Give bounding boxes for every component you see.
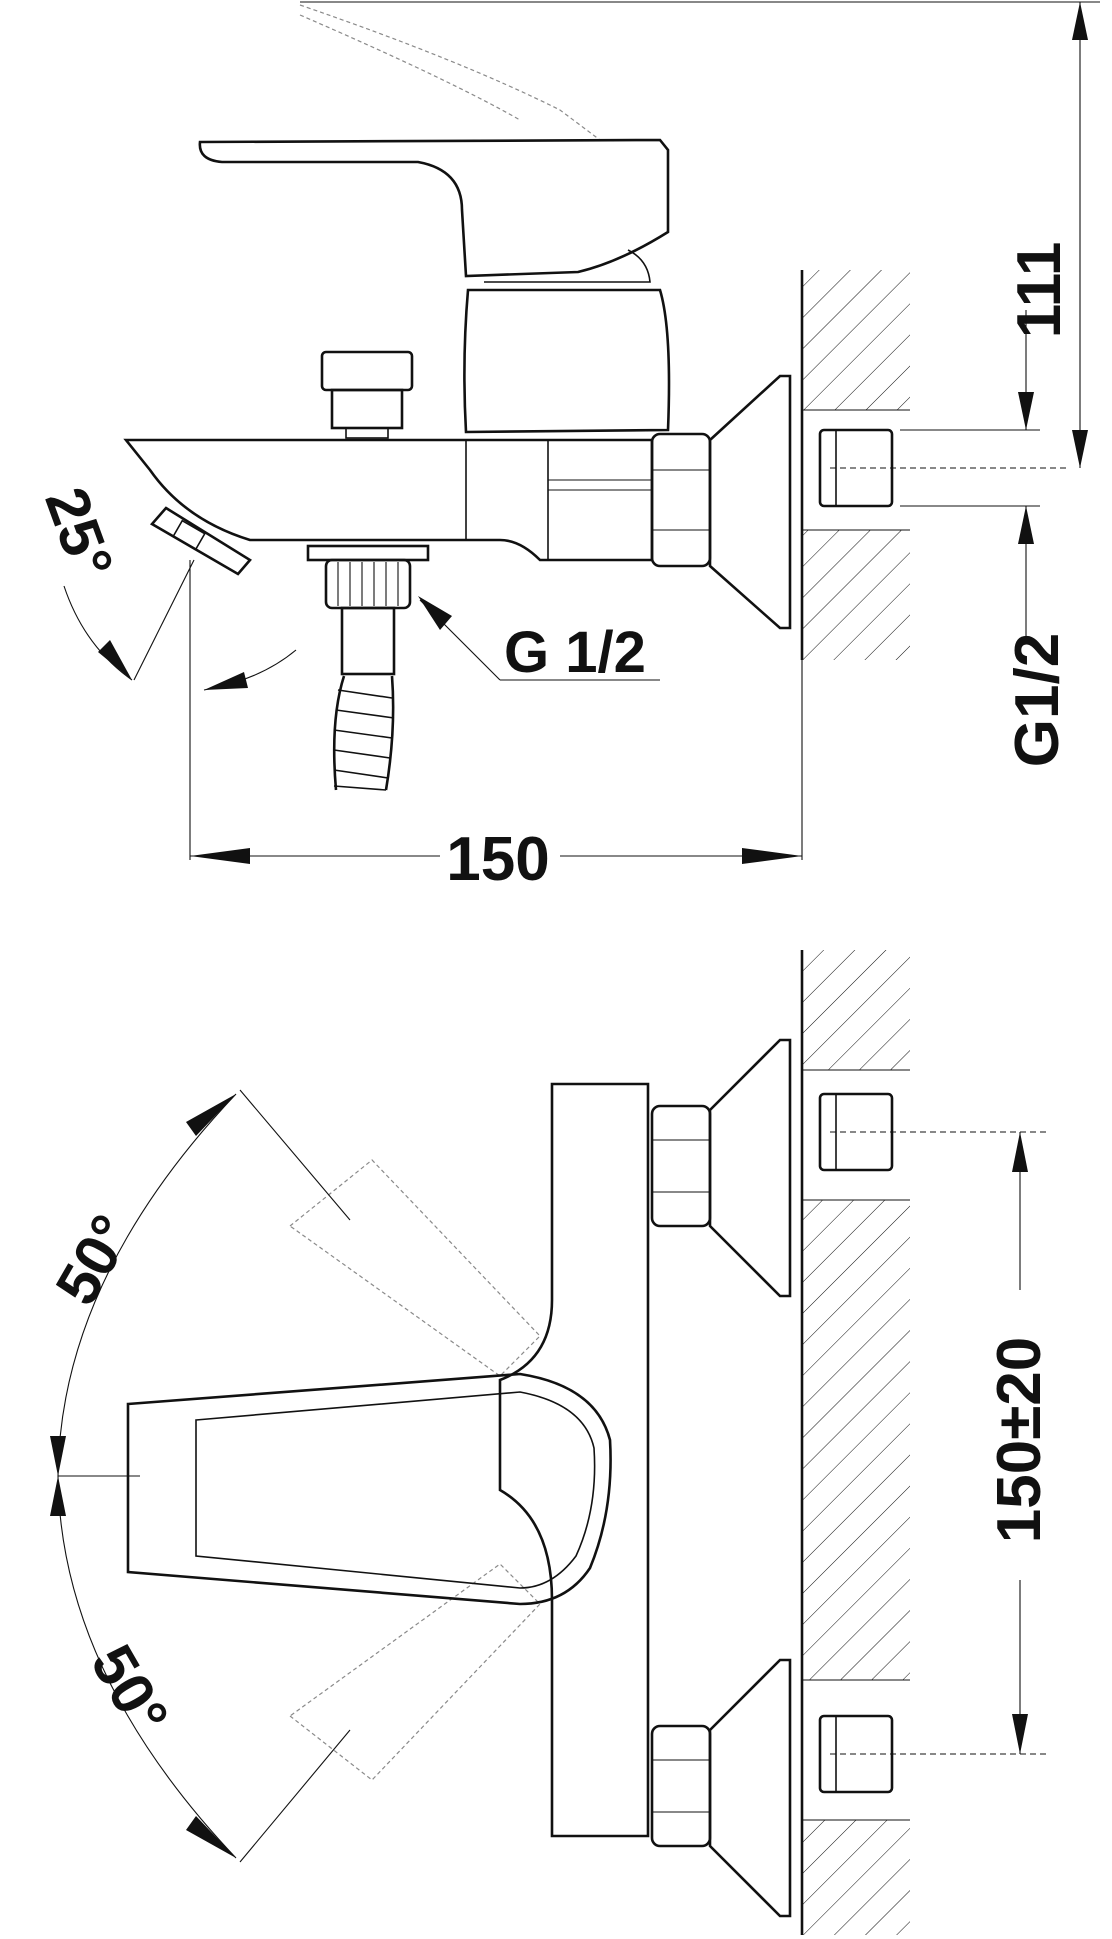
shower-hose <box>332 675 395 791</box>
label-height-111: 111 <box>1005 242 1074 339</box>
lever-ghost-raised <box>299 4 601 141</box>
wall-section-front <box>800 950 910 1935</box>
label-thread-g12-side: G 1/2 <box>504 620 646 685</box>
label-swing-lower: 50° <box>78 1634 181 1746</box>
mixer-body-front <box>498 1082 650 1838</box>
label-swing-upper: 50° <box>43 1204 146 1316</box>
lever-handle-side <box>198 138 670 283</box>
mixer-body-side <box>463 288 671 434</box>
dimension-width <box>189 560 803 864</box>
hose-connector <box>306 544 430 676</box>
label-center-distance: 150±20 <box>985 1337 1054 1543</box>
escutcheon-side <box>708 374 792 630</box>
inlet-pipe-lower <box>818 1714 1050 1794</box>
label-angle-25: 25° <box>32 479 126 587</box>
angle-spout-tilt <box>63 559 297 691</box>
side-view: 111 G1/2 G 1/2 150 <box>32 1 1100 894</box>
union-nut-upper <box>650 1104 712 1228</box>
dimension-center-distance <box>1012 1132 1028 1754</box>
escutcheon-lower <box>708 1658 792 1918</box>
label-width-150: 150 <box>446 825 549 894</box>
wall-section-side <box>800 270 910 660</box>
label-thread-g12-wall: G1/2 <box>1003 633 1072 767</box>
union-nut-lower <box>650 1724 712 1848</box>
diverter-knob <box>320 350 414 439</box>
escutcheon-upper <box>708 1038 792 1298</box>
leader-thread-side <box>418 596 660 681</box>
aerator-side <box>149 506 252 576</box>
dimension-height <box>300 1 1100 468</box>
angle-lever-swing <box>50 1089 351 1863</box>
union-nut-side <box>650 432 712 568</box>
inlet-pipe-side <box>818 428 1070 508</box>
spout-side <box>123 438 654 562</box>
inlet-pipe-upper <box>818 1092 1050 1172</box>
front-view: 150±20 50° 50° <box>43 950 1054 1935</box>
lever-ghost-rotated <box>289 1159 541 1781</box>
dimension-thread-wall <box>900 310 1040 640</box>
lever-handle-front <box>126 1372 612 1606</box>
